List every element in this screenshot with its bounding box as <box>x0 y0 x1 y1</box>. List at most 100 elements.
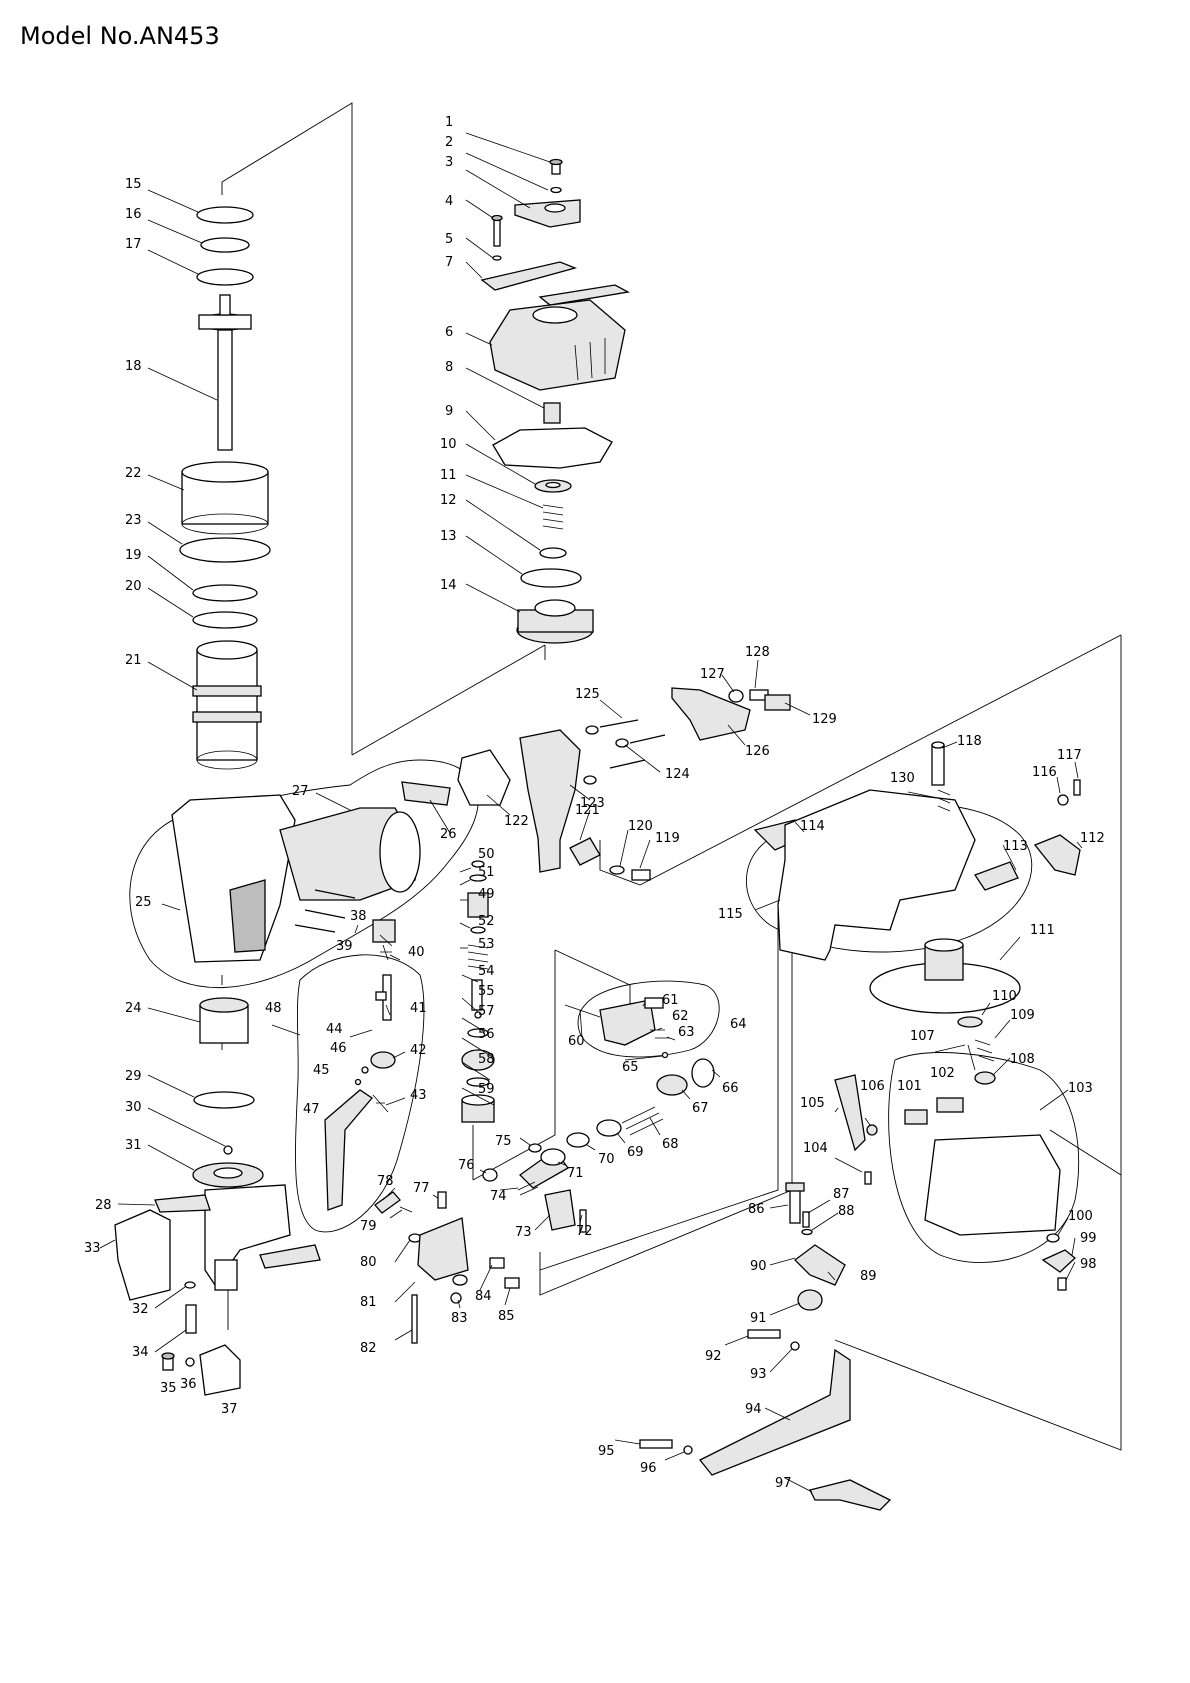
part-label: 12 <box>440 493 457 508</box>
group-outlines <box>129 102 1122 1451</box>
part-label: 9 <box>445 404 453 419</box>
part-label: 56 <box>478 1027 495 1042</box>
part-label: 93 <box>750 1367 767 1382</box>
part-label: 83 <box>451 1311 468 1326</box>
part-label: 92 <box>705 1349 722 1364</box>
part-label: 30 <box>125 1100 142 1115</box>
part-label: 110 <box>992 989 1017 1004</box>
part-label: 50 <box>478 847 495 862</box>
part-label: 125 <box>575 687 600 702</box>
part-label: 19 <box>125 548 142 563</box>
part-label: 43 <box>410 1088 427 1103</box>
part-label: 108 <box>1010 1052 1035 1067</box>
part-label: 129 <box>812 712 837 727</box>
part-label: 111 <box>1030 923 1055 938</box>
part-label: 113 <box>1003 839 1028 854</box>
part-label: 38 <box>350 909 367 924</box>
part-label: 105 <box>800 1096 825 1111</box>
part-label: 75 <box>495 1134 512 1149</box>
part-label: 77 <box>413 1181 430 1196</box>
part-label: 32 <box>132 1302 149 1317</box>
part-label: 18 <box>125 359 142 374</box>
part-label: 128 <box>745 645 770 660</box>
part-label: 25 <box>135 895 152 910</box>
part-label: 16 <box>125 207 142 222</box>
part-label: 21 <box>125 653 142 668</box>
part-label: 22 <box>125 466 142 481</box>
part-label: 123 <box>580 796 605 811</box>
part-label: 68 <box>662 1137 679 1152</box>
part-label: 115 <box>718 907 743 922</box>
part-label: 99 <box>1080 1231 1097 1246</box>
part-label: 86 <box>748 1202 765 1217</box>
part-label: 10 <box>440 437 457 452</box>
part-label: 120 <box>628 819 653 834</box>
part-label: 81 <box>360 1295 377 1310</box>
part-label: 31 <box>125 1138 142 1153</box>
part-shapes <box>114 158 1081 1511</box>
part-label: 41 <box>410 1001 427 1016</box>
part-label: 5 <box>445 232 453 247</box>
part-label: 90 <box>750 1259 767 1274</box>
part-label: 112 <box>1080 831 1105 846</box>
page-title: Model No.AN453 <box>20 22 220 50</box>
part-label: 95 <box>598 1444 615 1459</box>
part-label: 1 <box>445 115 453 130</box>
part-label: 44 <box>326 1022 343 1037</box>
part-label: 96 <box>640 1461 657 1476</box>
part-label: 39 <box>336 939 353 954</box>
part-label: 79 <box>360 1219 377 1234</box>
part-label: 49 <box>478 887 495 902</box>
part-label: 118 <box>957 734 982 749</box>
part-label: 53 <box>478 937 495 952</box>
part-label: 91 <box>750 1311 767 1326</box>
part-label: 61 <box>662 993 679 1008</box>
part-label: 47 <box>303 1102 320 1117</box>
part-label: 57 <box>478 1004 495 1019</box>
part-label: 24 <box>125 1001 142 1016</box>
part-label: 40 <box>408 945 425 960</box>
part-label: 72 <box>576 1224 593 1239</box>
part-label: 100 <box>1068 1209 1093 1224</box>
part-label: 66 <box>722 1081 739 1096</box>
part-label: 98 <box>1080 1257 1097 1272</box>
part-label: 3 <box>445 155 453 170</box>
part-label: 13 <box>440 529 457 544</box>
part-label: 4 <box>445 194 453 209</box>
part-label: 106 <box>860 1079 885 1094</box>
part-label: 23 <box>125 513 142 528</box>
part-label: 65 <box>622 1060 639 1075</box>
part-label: 52 <box>478 914 495 929</box>
part-label: 20 <box>125 579 142 594</box>
part-label: 34 <box>132 1345 149 1360</box>
part-label: 109 <box>1010 1008 1035 1023</box>
part-label: 64 <box>730 1017 747 1032</box>
part-label: 104 <box>803 1141 828 1156</box>
part-label: 101 <box>897 1079 922 1094</box>
part-label: 27 <box>292 784 309 799</box>
part-label: 121 <box>575 803 600 818</box>
part-label: 116 <box>1032 765 1057 780</box>
part-label: 60 <box>568 1034 585 1049</box>
part-label: 130 <box>890 771 915 786</box>
part-label: 26 <box>440 827 457 842</box>
part-label: 6 <box>445 325 453 340</box>
part-label: 94 <box>745 1402 762 1417</box>
part-label: 58 <box>478 1052 495 1067</box>
part-label: 74 <box>490 1189 507 1204</box>
part-label: 59 <box>478 1082 495 1097</box>
part-label: 80 <box>360 1255 377 1270</box>
part-label: 17 <box>125 237 142 252</box>
part-label: 84 <box>475 1289 492 1304</box>
part-label: 55 <box>478 984 495 999</box>
part-label: 54 <box>478 964 495 979</box>
part-label: 69 <box>627 1145 644 1160</box>
part-label: 76 <box>458 1158 475 1173</box>
leader-lines <box>99 132 1083 1493</box>
part-label: 70 <box>598 1152 615 1167</box>
part-label: 67 <box>692 1101 709 1116</box>
part-label: 42 <box>410 1043 427 1058</box>
part-label: 51 <box>478 865 495 880</box>
part-label: 78 <box>377 1174 394 1189</box>
